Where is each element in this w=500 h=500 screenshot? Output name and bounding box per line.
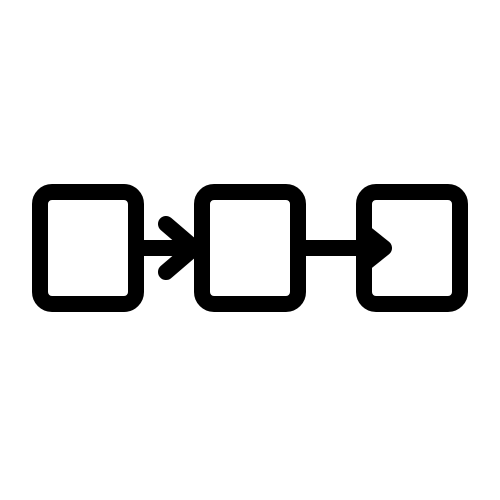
process-box-left-icon <box>32 184 144 312</box>
arrow-right-icon <box>290 224 392 272</box>
process-box-middle-icon <box>194 184 306 312</box>
arrow-right-icon <box>128 216 202 280</box>
